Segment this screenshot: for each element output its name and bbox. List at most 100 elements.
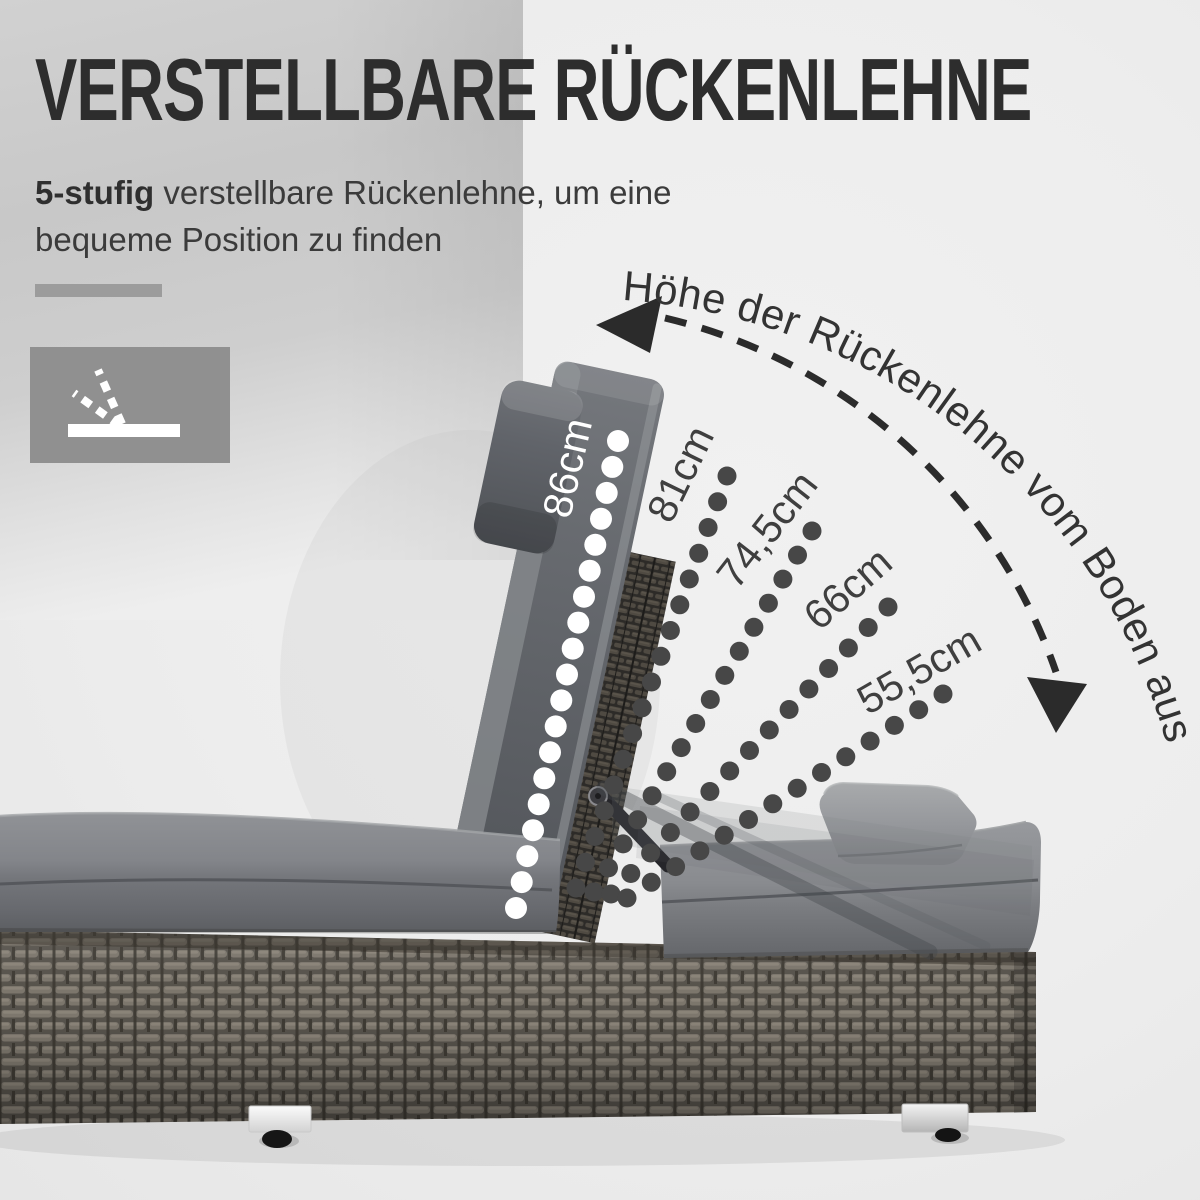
- lounger-feet: [248, 1103, 969, 1148]
- measure-dot: [759, 720, 779, 740]
- measure-dot: [787, 778, 807, 798]
- measure-dot: [601, 884, 621, 904]
- arrowhead-down-icon: [1027, 677, 1087, 733]
- measure-dot: [773, 569, 793, 589]
- measure-dot: [660, 621, 680, 640]
- measure-dot: [758, 593, 778, 613]
- measure-dot: [788, 545, 807, 565]
- measure-dot: [584, 533, 607, 556]
- measure-dot: [590, 507, 612, 530]
- measure-dot: [578, 559, 601, 582]
- measure-dot: [573, 585, 595, 608]
- measure-dot: [708, 492, 728, 512]
- measure-dot: [700, 782, 720, 801]
- measure-dot: [642, 672, 661, 692]
- measure-dot: [680, 802, 700, 822]
- measure-dot: [819, 659, 839, 678]
- measure-dot: [522, 819, 544, 842]
- measure-dot: [671, 738, 691, 758]
- measure-dot: [594, 801, 614, 821]
- measure-dot: [714, 825, 734, 845]
- measure-dot: [601, 455, 624, 478]
- measure-dot: [698, 518, 718, 537]
- wicker-base: [0, 930, 1036, 1124]
- description: 5-stufig verstellbare Rückenlehne, um ei…: [35, 170, 780, 264]
- measure-dot: [690, 841, 710, 861]
- height-arc-dashed-line: [664, 314, 1060, 674]
- measure-dot: [516, 845, 539, 868]
- measure-dot: [641, 872, 661, 892]
- measure-dot: [679, 569, 699, 589]
- measure-dot: [799, 679, 819, 699]
- measure-dot: [933, 684, 953, 704]
- measure-dot: [641, 843, 661, 863]
- measure-dot: [666, 857, 686, 877]
- measure-dot: [566, 878, 586, 898]
- measure-dot: [739, 810, 758, 829]
- measure-dot: [651, 646, 671, 666]
- measure-dot: [632, 698, 652, 718]
- measurement-label-66cm: 66cm: [795, 538, 901, 638]
- measure-dot: [740, 741, 759, 760]
- measure-dot: [670, 595, 690, 615]
- measure-dot: [567, 611, 590, 634]
- measure-dot: [613, 749, 633, 769]
- measure-dot: [689, 543, 709, 563]
- flat-position-ghost: [596, 780, 1034, 960]
- page-title-text: VERSTELLBARE RÜCKENLEHNE: [35, 40, 1032, 139]
- measure-dot: [584, 882, 604, 902]
- headrest-pillow: [473, 379, 583, 555]
- description-rest: verstellbare Rückenlehne, um eine bequem…: [35, 174, 672, 258]
- measure-dot: [575, 852, 595, 872]
- measure-dot: [623, 724, 643, 743]
- measure-dot: [909, 700, 929, 720]
- measure-dot: [700, 690, 720, 709]
- measure-dot: [561, 637, 584, 660]
- measure-dot: [607, 430, 629, 452]
- measure-dot: [779, 700, 799, 719]
- measure-dot: [604, 775, 624, 795]
- measure-dot: [720, 761, 740, 781]
- measure-dot: [617, 888, 637, 908]
- measure-dot: [599, 858, 618, 878]
- measure-dot: [744, 617, 764, 637]
- measure-dot: [836, 747, 856, 767]
- measure-dot: [878, 597, 898, 617]
- measure-dot: [642, 786, 662, 806]
- measure-dot: [533, 767, 556, 790]
- measure-dot: [802, 521, 822, 541]
- measure-dot: [717, 466, 737, 486]
- measure-dot: [657, 762, 677, 782]
- measure-dot: [613, 834, 633, 854]
- measure-dot: [763, 794, 783, 814]
- lounger-photo: [0, 361, 1065, 1166]
- measure-dot: [860, 731, 880, 751]
- seat-cushion-left: [0, 811, 561, 934]
- measure-dot: [686, 714, 706, 733]
- measure-dot: [527, 793, 550, 816]
- foot-pillow: [819, 781, 977, 865]
- measure-dot: [884, 715, 904, 735]
- measure-dot: [539, 741, 561, 764]
- measure-dot: [628, 810, 648, 830]
- measure-dot: [544, 715, 567, 738]
- description-highlight: 5-stufig: [35, 174, 155, 211]
- measure-dot: [505, 897, 527, 919]
- measure-dot: [838, 638, 858, 658]
- measure-dot: [729, 641, 749, 661]
- measure-dot: [812, 763, 831, 782]
- decor-bar: [35, 284, 162, 297]
- measure-dot: [595, 481, 618, 504]
- recline-angles-icon: [30, 347, 230, 463]
- measure-dot: [858, 618, 878, 637]
- page-title: VERSTELLBARE RÜCKENLEHNE: [35, 46, 1200, 134]
- measure-dot: [585, 827, 605, 846]
- measure-dot: [550, 689, 573, 712]
- measure-dot: [715, 665, 735, 685]
- arrowhead-left-icon: [596, 296, 662, 353]
- measure-dot: [621, 864, 641, 883]
- measure-dot: [556, 663, 578, 686]
- measure-dot: [660, 823, 680, 842]
